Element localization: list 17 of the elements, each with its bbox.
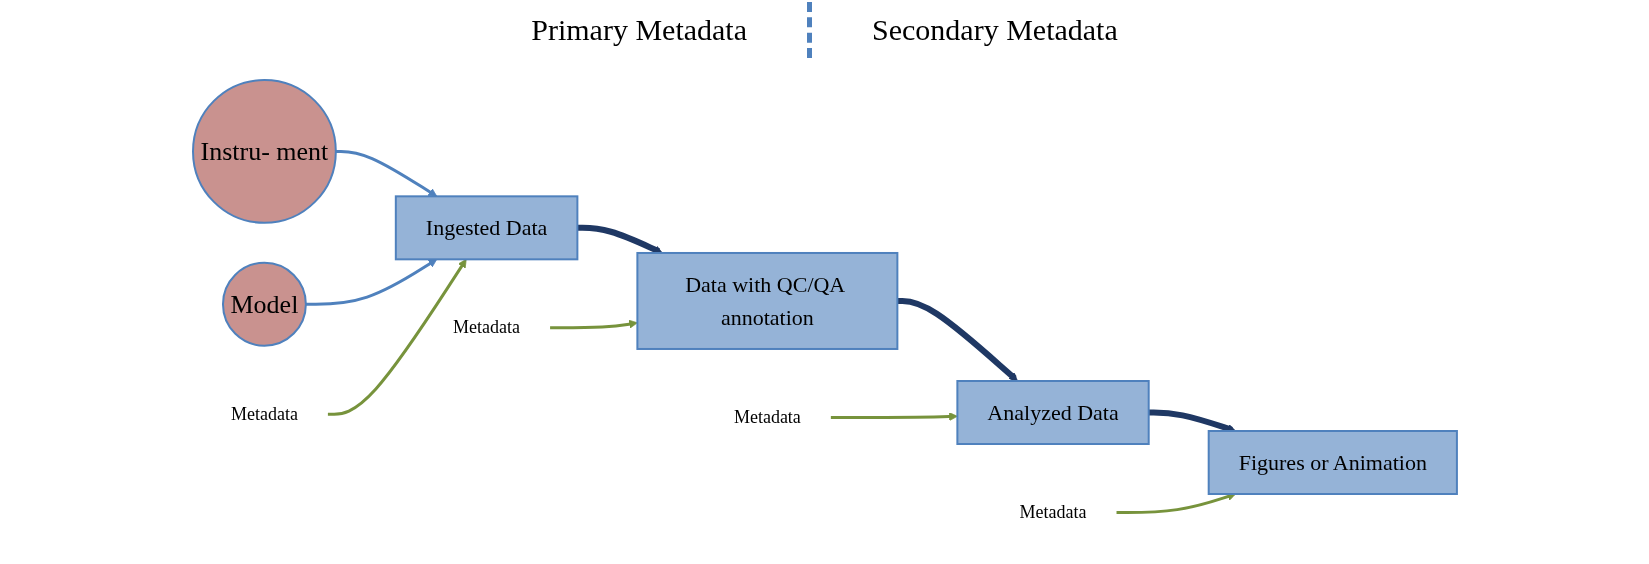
arrow: [576, 224, 663, 254]
arrow: [305, 258, 437, 306]
node-box: Figures or Animation: [1207, 429, 1458, 495]
node-text: Metadata: [733, 406, 801, 427]
node-box: Data with QC/QA annotation: [635, 251, 898, 350]
node-box: Analyzed Data: [955, 379, 1150, 445]
arrow: [896, 297, 1018, 381]
node-circle: Model: [221, 261, 307, 347]
arrow: [335, 149, 437, 197]
node-text: Metadata: [452, 316, 520, 337]
node-box: Ingested Data: [394, 194, 578, 260]
node-text: Metadata: [1019, 501, 1087, 522]
node-circle: Instru- ment: [191, 78, 337, 224]
section-heading: Primary Metadata: [530, 13, 748, 47]
section-heading: Secondary Metadata: [871, 13, 1119, 47]
node-text: Metadata: [230, 403, 298, 424]
arrow: [327, 258, 467, 416]
